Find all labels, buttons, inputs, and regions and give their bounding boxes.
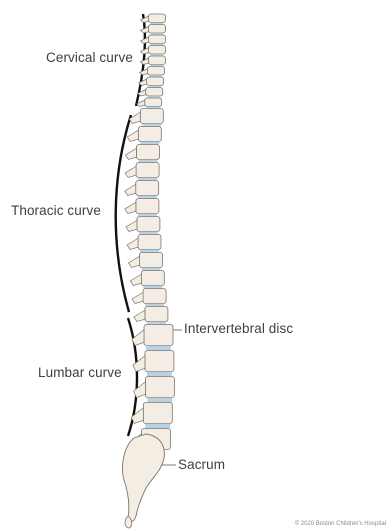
intervertebral-disc <box>142 268 161 270</box>
vertebra-process <box>127 238 138 249</box>
intervertebral-disc <box>147 398 172 402</box>
vertebra-process <box>130 274 141 285</box>
intervertebral-disc <box>140 250 159 252</box>
intervertebral-disc <box>143 286 162 288</box>
vertebra-body <box>137 145 160 160</box>
vertebra-body <box>145 98 162 107</box>
intervertebral-disc <box>151 33 164 34</box>
vertebra-body <box>149 35 166 44</box>
vertebra-process <box>133 382 145 398</box>
vertebra-body <box>143 403 172 424</box>
intervertebral-disc <box>151 44 164 45</box>
intervertebral-disc <box>139 160 158 162</box>
vertebra-process <box>134 310 145 321</box>
vertebra-body <box>144 325 173 346</box>
vertebra-process <box>127 130 138 141</box>
vertebra-process <box>125 184 136 195</box>
vertebra-process <box>125 166 136 177</box>
vertebra-process <box>132 330 144 346</box>
lumbar-curve-label: Lumbar curve <box>38 365 122 380</box>
vertebra-process <box>129 256 140 267</box>
vertebra-process <box>131 408 143 424</box>
vertebra-body <box>149 46 166 55</box>
intervertebral-disc <box>149 86 162 87</box>
vertebra-body <box>145 351 174 372</box>
vertebra-body <box>149 14 166 23</box>
intervertebral-disc <box>151 23 164 24</box>
intervertebral-disc <box>138 214 157 216</box>
sacrum-label: Sacrum <box>178 457 225 472</box>
vertebra-body <box>140 253 163 268</box>
intervertebral-disc <box>138 178 157 180</box>
vertebral-column <box>125 14 175 450</box>
vertebra-body <box>137 217 160 232</box>
intervertebral-disc <box>151 65 164 66</box>
vertebra-process <box>133 356 145 372</box>
vertebra-body <box>147 77 164 86</box>
intervertebral-disc <box>145 424 170 428</box>
vertebra-body <box>136 163 159 178</box>
intervertebral-disc <box>148 96 161 97</box>
intervertebral-disc <box>146 346 171 350</box>
intervertebral-disc <box>147 107 160 108</box>
vertebra-body <box>146 88 163 97</box>
vertebra-body <box>136 181 159 196</box>
intervertebral-disc <box>151 54 164 55</box>
vertebra-body <box>138 127 161 142</box>
vertebra-body <box>145 307 168 322</box>
intervertebral-disc <box>138 196 157 198</box>
copyright-notice: © 2020 Boston Children's Hospital <box>295 521 386 527</box>
vertebra-body <box>138 235 161 250</box>
intervertebral-disc <box>147 322 166 324</box>
vertebra-body <box>145 377 174 398</box>
vertebra-process <box>125 202 136 213</box>
intervertebral-disc <box>145 304 164 306</box>
intervertebral-disc <box>147 372 172 376</box>
vertebra-process <box>132 292 143 303</box>
intervertebral-disc <box>142 124 161 126</box>
intervertebral-disc-label: Intervertebral disc <box>184 321 293 336</box>
intervertebral-disc <box>139 232 158 234</box>
vertebra-body <box>149 56 166 65</box>
vertebra-process <box>125 148 136 159</box>
vertebra-body <box>148 67 165 76</box>
vertebra-body <box>136 199 159 214</box>
thoracic-curve-label: Thoracic curve <box>11 203 101 218</box>
vertebra-process <box>129 112 140 123</box>
vertebra-body <box>149 25 166 34</box>
vertebra-body <box>140 109 163 124</box>
vertebra-process <box>126 220 137 231</box>
sacrum-bone <box>122 434 164 522</box>
vertebra-body <box>143 289 166 304</box>
intervertebral-disc <box>150 75 163 76</box>
intervertebral-disc <box>140 142 159 144</box>
cervical-curve-label: Cervical curve <box>46 50 133 65</box>
vertebra-body <box>141 271 164 286</box>
